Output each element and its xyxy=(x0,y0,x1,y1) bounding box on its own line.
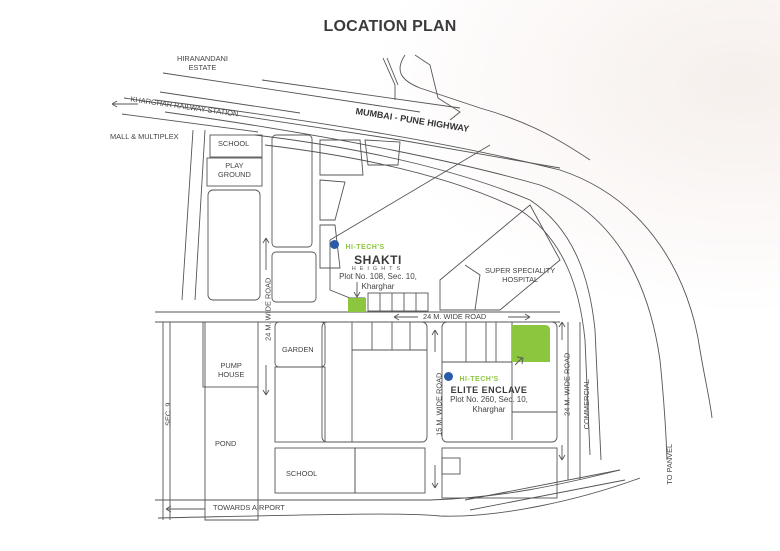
label-mall: MALL & MULTIPLEX xyxy=(110,132,179,141)
label-airport: TOWARDS AIRPORT xyxy=(213,503,285,512)
arrow-15m xyxy=(431,329,439,489)
label-24m-right: 24 M. WIDE ROAD xyxy=(562,352,572,416)
arrow-airport xyxy=(165,505,205,513)
label-school-top: SCHOOL xyxy=(218,139,250,148)
railway-road xyxy=(123,97,561,169)
label-sec9: SEC. 9 xyxy=(163,402,173,426)
arrow-shakti xyxy=(353,282,361,298)
arrow-elite xyxy=(514,356,524,366)
elite-plot xyxy=(512,325,550,362)
arrow-24m-up xyxy=(262,237,270,270)
arrow-24m-horizontal xyxy=(393,313,531,321)
shakti-heights-brand: HI-TECH'S SHAKTI HEIGHTS Plot No. 108, S… xyxy=(328,236,428,291)
label-24m-left: 24 M. WIDE ROAD xyxy=(263,277,273,341)
label-school-bottom: SCHOOL xyxy=(286,469,318,478)
logo-globe-icon xyxy=(330,240,339,250)
logo-globe-icon xyxy=(444,372,453,382)
label-garden: GARDEN xyxy=(282,345,314,354)
label-commercial: COMMERCIAL xyxy=(581,379,591,430)
page-title: LOCATION PLAN xyxy=(323,18,457,35)
highway-outer xyxy=(154,99,713,419)
airport-road xyxy=(154,469,621,501)
elite-block xyxy=(441,321,558,443)
hospital-block xyxy=(439,204,561,311)
label-24m-horizontal: 24 M. WIDE ROAD xyxy=(423,312,487,321)
label-panvel: TO PANVEL xyxy=(665,443,675,485)
shakti-plot xyxy=(348,298,366,312)
school-top-block xyxy=(209,134,263,158)
arrow-railway xyxy=(111,100,138,108)
arrow-24m-right xyxy=(558,321,566,461)
arrow-24m-down xyxy=(262,365,270,396)
pump-house-block xyxy=(202,321,259,388)
label-15m: 15 M. WIDE ROAD xyxy=(434,372,444,436)
elite-enclave-brand: HI-TECH'S ELITE ENCLAVE Plot No. 260, Se… xyxy=(444,368,534,414)
label-pond: POND xyxy=(215,439,237,448)
hiranandani-road xyxy=(162,72,421,113)
